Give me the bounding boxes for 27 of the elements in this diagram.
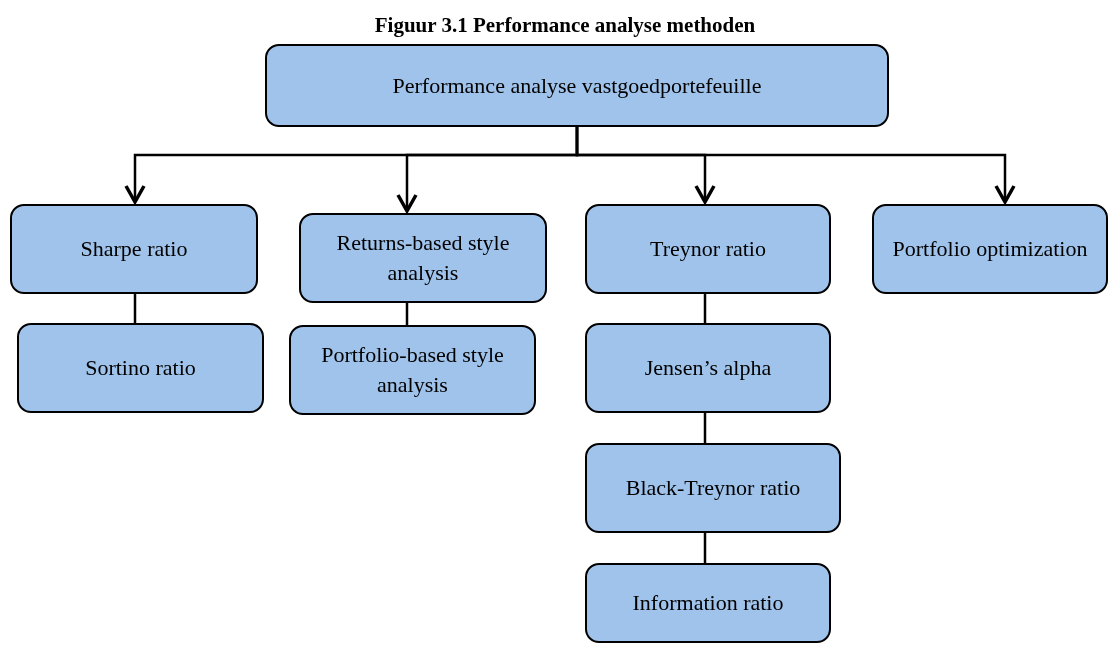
method-box [585,204,831,294]
arrow [575,127,1016,204]
connector-line [703,294,707,323]
box-label: Returns-based style analysis [335,229,511,287]
box-label: Sortino ratio [85,354,196,382]
box-label: Performance analyse vastgoedportefeuille [392,71,762,100]
connector-line [703,413,707,443]
method-box [585,563,831,643]
method-box [265,44,889,127]
box-label: Portfolio optimization [892,235,1088,263]
method-box [289,325,536,415]
method-box [585,323,831,413]
box-label: Jensen’s alpha [644,354,772,382]
method-box [17,323,264,413]
method-box [299,213,547,303]
box-label: Information ratio [632,589,784,617]
method-box [10,204,258,294]
connector-line [405,303,409,325]
box-label: Black-Treynor ratio [625,474,801,502]
connector-line [133,294,137,323]
connector-line [703,533,707,563]
method-box [872,204,1108,294]
box-label: Sharpe ratio [80,235,188,263]
box-label: Treynor ratio [650,235,766,263]
method-box [585,443,841,533]
box-label: Portfolio-based style analysis [320,341,505,399]
figure-title: Figuur 3.1 Performance analyse methoden [373,12,757,39]
